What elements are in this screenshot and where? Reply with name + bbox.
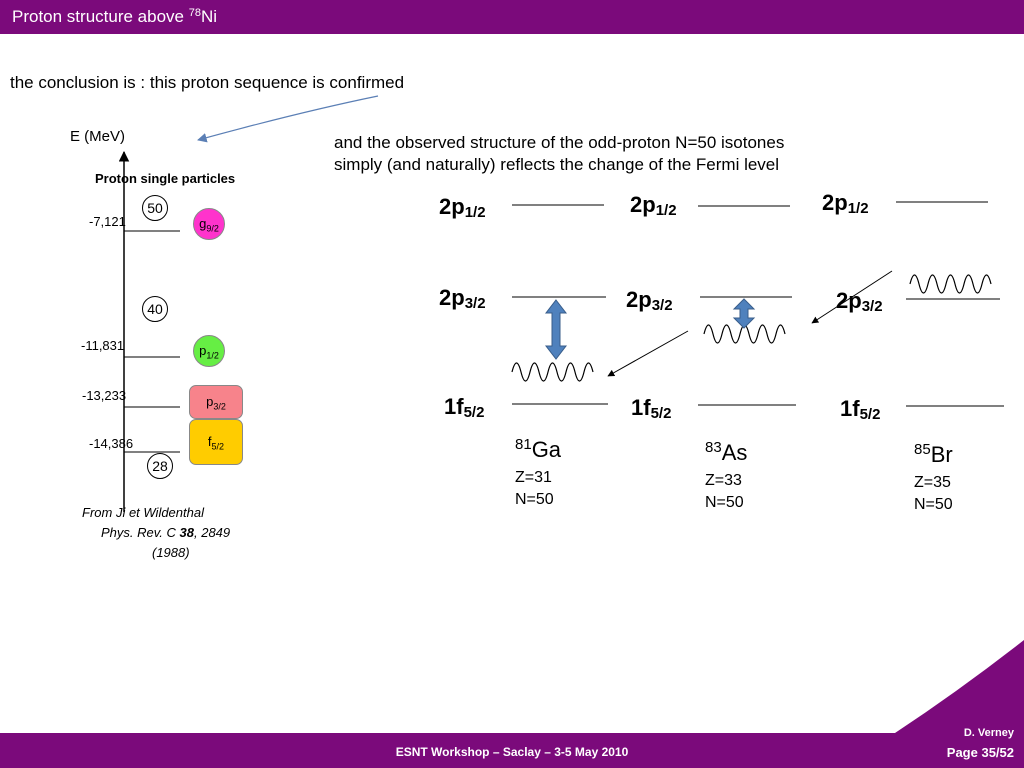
level-label-1f52: 1f5/2 — [444, 394, 485, 421]
ga-gap-double-arrow — [544, 299, 568, 360]
nucleus-label-br: 85Br — [914, 441, 953, 467]
as-gap-double-arrow — [732, 298, 756, 329]
level-label-2p32: 2p3/2 — [626, 287, 673, 314]
nucleus-label-as: 83As — [705, 439, 748, 465]
magic-number-circle: 28 — [147, 453, 173, 479]
orbital-p12: p1/2 — [193, 335, 225, 367]
magic-number-circle: 50 — [142, 195, 168, 221]
workshop-footer: ESNT Workshop – Saclay – 3-5 May 2010 — [395, 745, 629, 759]
orbital-g92: g9/2 — [193, 208, 225, 240]
level-label-1f52: 1f5/2 — [840, 396, 881, 423]
pointer-arrow — [197, 95, 379, 143]
conclusion-text: the conclusion is : this proton sequence… — [10, 73, 405, 92]
magic-number-circle: 40 — [142, 296, 168, 322]
single-particle-title: Proton single particles — [95, 171, 236, 186]
br-fermi-wave — [909, 274, 992, 294]
orbital-f52: f5/2 — [189, 419, 243, 465]
level-label-2p32: 2p3/2 — [836, 288, 883, 315]
level-label-2p12: 2p1/2 — [630, 192, 677, 219]
title-bar — [0, 0, 1024, 34]
orbital-p32: p3/2 — [189, 385, 243, 419]
energy-value: -13,233 — [82, 388, 127, 403]
footer-bar — [0, 733, 1024, 768]
level-label-2p12: 2p1/2 — [822, 190, 869, 217]
slide-title: Proton structure above 78Ni — [12, 7, 218, 26]
reference-citation: From Ji et Wildenthal Phys. Rev. C 38, 2… — [82, 505, 231, 560]
author-name: D. Verney — [963, 727, 1014, 739]
observed-structure-text: and the observed structure of the odd-pr… — [334, 133, 785, 174]
energy-value: -14,386 — [89, 436, 134, 451]
fermi-shift-arrow-1 — [607, 330, 689, 377]
energy-axis-label: E (MeV) — [70, 128, 126, 145]
energy-value: -7,121 — [89, 214, 126, 229]
energy-value: -11,831 — [81, 338, 125, 353]
nucleus-label-ga: 81Ga — [515, 436, 562, 462]
level-label-2p12: 2p1/2 — [439, 194, 486, 221]
ga-fermi-wave — [511, 362, 594, 382]
fermi-shift-arrow-2 — [811, 270, 893, 324]
level-label-2p32: 2p3/2 — [439, 285, 486, 312]
level-label-1f52: 1f5/2 — [631, 395, 672, 422]
page-number: Page 35/52 — [946, 745, 1014, 760]
